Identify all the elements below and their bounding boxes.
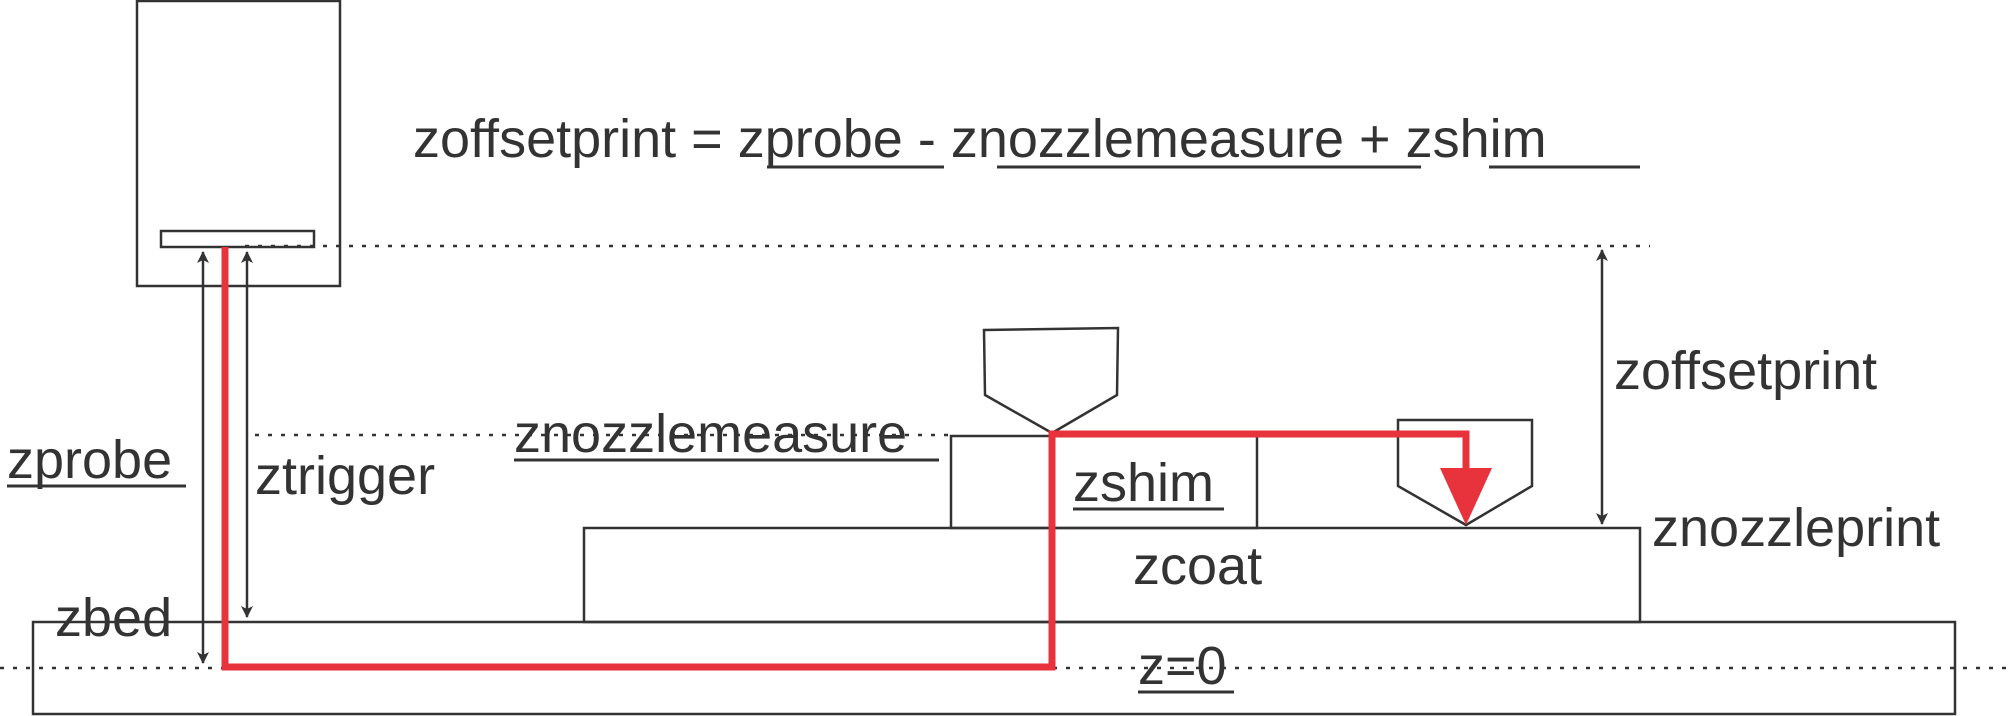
- nozzle-print-icon: [1396, 418, 1534, 527]
- label-znozzleprint: znozzleprint: [1652, 498, 1940, 558]
- label-zcoat: zcoat: [1133, 536, 1262, 596]
- offset-path-line: [221, 247, 1470, 671]
- nozzle-measure-icon: [982, 326, 1120, 435]
- label-ztrigger: ztrigger: [255, 446, 435, 506]
- label-znozzlemeasure: znozzlemeasure: [514, 404, 907, 464]
- label-zshim: zshim: [1073, 453, 1214, 513]
- label-zbed: zbed: [55, 588, 172, 648]
- formula: zoffsetprint = zprobe - znozzlemeasure +…: [413, 109, 1547, 169]
- label-zprobe: zprobe: [7, 430, 172, 490]
- offset-path-arrowhead: [1440, 468, 1492, 525]
- probe-sensor: [159, 229, 316, 249]
- formula-plus: +: [1344, 109, 1406, 169]
- probe-housing: [135, 0, 342, 288]
- formula-znozzlemeasure: znozzlemeasure: [951, 109, 1344, 169]
- formula-eq: =: [676, 109, 738, 169]
- formula-minus: -: [903, 109, 951, 169]
- coat-layer: [582, 526, 1642, 624]
- label-zoffsetprint: zoffsetprint: [1614, 341, 1877, 401]
- formula-lhs: zoffsetprint: [413, 109, 676, 169]
- label-z0: z=0: [1138, 636, 1227, 696]
- formula-zshim: zshim: [1406, 109, 1547, 169]
- formula-zprobe: zprobe: [738, 109, 903, 169]
